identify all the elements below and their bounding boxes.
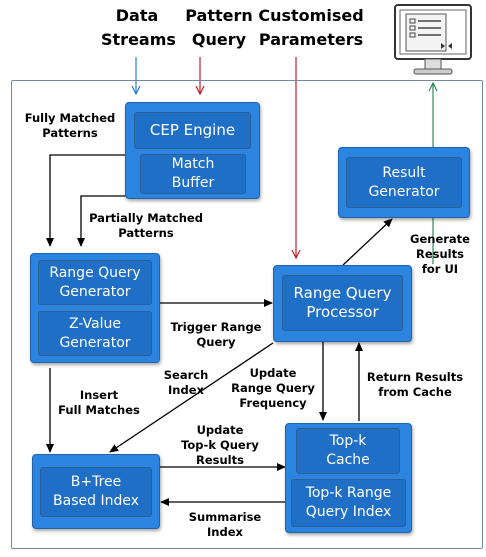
cep-engine-box: CEP Engine Match Buffer	[125, 102, 260, 199]
query-generator-box: Range Query Generator Z-Value Generator	[30, 253, 160, 363]
label-search-index: Search Index	[158, 368, 214, 398]
label-trigger-range-query: Trigger Range Query	[161, 320, 271, 350]
label-update-frequency-line1: Update	[249, 366, 297, 380]
match-buffer-line2: Buffer	[171, 175, 215, 191]
topk-range-query-index-line1: Top-k Range	[305, 485, 392, 501]
label-generate-results-line2: Results	[416, 247, 464, 261]
edge-generate-results	[342, 218, 393, 266]
label-trigger-range-query-line2: Query	[196, 335, 236, 349]
monitor-icon	[394, 4, 472, 75]
label-update-topk: Update Top-k Query Results	[172, 423, 268, 468]
bptree-index-box: B+Tree Based Index	[32, 454, 160, 529]
topk-range-query-index-line2: Query Index	[305, 504, 392, 520]
label-partially-matched: Partially Matched Patterns	[84, 211, 208, 241]
edge-search-index	[109, 342, 274, 453]
label-partially-matched-line2: Patterns	[118, 226, 174, 240]
bptree-index: B+Tree Based Index	[40, 467, 152, 517]
topk-cache-line2: Cache	[326, 452, 370, 468]
topk-cache: Top-k Cache	[296, 428, 400, 474]
header-data-streams: Data Streams	[101, 4, 176, 52]
header-data-streams-line2: Streams	[101, 30, 176, 49]
label-search-index-line2: Index	[168, 383, 204, 397]
bptree-index-line1: B+Tree	[70, 474, 122, 490]
z-value-generator: Z-Value Generator	[38, 311, 152, 356]
z-value-generator-line1: Z-Value	[68, 315, 122, 332]
label-fully-matched-line2: Patterns	[42, 126, 98, 140]
header-pattern-query: Pattern Query	[178, 4, 260, 52]
topk-range-query-index: Top-k Range Query Index	[291, 479, 406, 527]
range-query-processor-box: Range Query Processor	[273, 265, 412, 342]
label-generate-results-line3: for UI	[421, 262, 459, 276]
range-query-generator-line2: Generator	[59, 283, 131, 300]
label-insert-full-matches-line1: Insert	[79, 388, 119, 402]
header-pattern-query-line1: Pattern	[185, 6, 253, 25]
range-query-processor-line2: Processor	[306, 303, 379, 321]
label-fully-matched-line1: Fully Matched	[24, 111, 116, 125]
header-customised-parameters-line2: Parameters	[258, 30, 364, 49]
header-pattern-query-line2: Query	[191, 30, 247, 49]
range-query-generator: Range Query Generator	[38, 260, 152, 305]
bptree-index-line2: Based Index	[53, 493, 139, 509]
edge-partially-matched	[77, 195, 138, 247]
header-customised-parameters-line1: Customised	[258, 6, 364, 25]
range-query-processor-line1: Range Query	[293, 284, 392, 302]
cep-engine: CEP Engine	[134, 112, 251, 149]
match-buffer: Match Buffer	[140, 154, 246, 194]
label-search-index-line1: Search	[163, 368, 209, 382]
topk-box: Top-k Cache Top-k Range Query Index	[285, 423, 412, 533]
label-update-topk-line1: Update	[196, 423, 244, 437]
topk-cache-line1: Top-k	[329, 433, 367, 449]
label-partially-matched-line1: Partially Matched	[89, 211, 203, 225]
range-query-processor: Range Query Processor	[282, 275, 403, 331]
label-summarise-index-line1: Summarise	[188, 510, 262, 524]
label-update-frequency-line3: Frequency	[239, 396, 307, 410]
label-generate-results: Generate Results for UI	[405, 232, 475, 277]
label-update-topk-line2: Top-k Query	[181, 438, 259, 452]
header-customised-parameters: Customised Parameters	[255, 4, 367, 52]
label-fully-matched: Fully Matched Patterns	[18, 111, 122, 141]
edge-fully-matched	[46, 154, 125, 247]
system-boundary	[11, 80, 483, 549]
cep-engine-label: CEP Engine	[149, 121, 236, 139]
label-update-frequency: Update Range Query Frequency	[228, 366, 318, 411]
label-return-results: Return Results from Cache	[362, 370, 468, 400]
range-query-generator-line1: Range Query	[49, 264, 141, 281]
label-summarise-index: Summarise Index	[182, 510, 268, 540]
label-insert-full-matches-line2: Full Matches	[58, 403, 140, 417]
result-generator-box: Result Generator	[338, 147, 470, 218]
label-summarise-index-line2: Index	[207, 525, 243, 539]
match-buffer-line1: Match	[171, 156, 215, 172]
z-value-generator-line2: Generator	[59, 334, 131, 351]
result-generator: Result Generator	[346, 157, 462, 208]
header-data-streams-line1: Data	[115, 6, 159, 25]
label-update-frequency-line2: Range Query	[231, 381, 315, 395]
label-trigger-range-query-line1: Trigger Range	[170, 320, 262, 334]
result-generator-line1: Result	[382, 164, 426, 181]
result-generator-line2: Generator	[368, 183, 440, 200]
label-return-results-line1: Return Results	[366, 370, 464, 384]
label-update-topk-line3: Results	[196, 453, 244, 467]
label-insert-full-matches: Insert Full Matches	[53, 388, 145, 418]
label-return-results-line2: from Cache	[378, 385, 452, 399]
label-generate-results-line1: Generate	[410, 232, 470, 246]
